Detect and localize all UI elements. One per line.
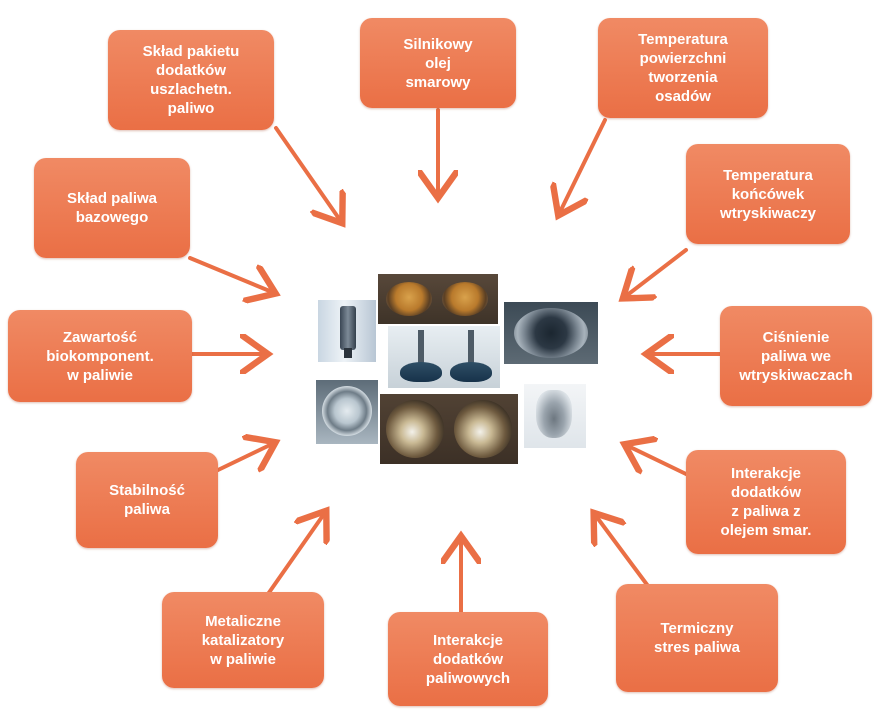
factor-box-stabilnosc: Stabilność paliwa	[76, 452, 218, 548]
factor-box-sklad-pakietu: Skład pakietu dodatków uszlachetn. paliw…	[108, 30, 274, 130]
arrow-interakcje-olej	[628, 446, 688, 476]
factor-box-termiczny: Termiczny stres paliwa	[616, 584, 778, 692]
intake-valves-photo-icon	[388, 326, 500, 388]
factor-box-zawartosc: Zawartość biokomponent. w paliwie	[8, 310, 192, 402]
factor-box-temperatura-koncowek: Temperatura końcówek wtryskiwaczy	[686, 144, 850, 244]
factor-box-cisnienie: Ciśnienie paliwa we wtryskiwaczach	[720, 306, 872, 406]
nozzle-face-photo-icon	[316, 380, 378, 444]
arrow-temperatura-koncowek	[626, 248, 688, 296]
arrow-termiczny	[596, 516, 650, 588]
factor-box-sklad-paliwa: Skład paliwa bazowego	[34, 158, 190, 258]
factor-box-interakcje-olej: Interakcje dodatków z paliwa z olejem sm…	[686, 450, 846, 554]
factor-box-silnikowy-olej: Silnikowy olej smarowy	[360, 18, 516, 108]
arrow-metaliczne	[266, 514, 324, 596]
combustion-chamber-photo-icon	[504, 302, 598, 364]
cylinder-head-ports-photo-icon	[380, 394, 518, 464]
arrow-sklad-pakietu	[274, 126, 340, 220]
center-photo-collage	[312, 272, 602, 466]
factor-box-metaliczne: Metaliczne katalizatory w paliwie	[162, 592, 324, 688]
injector-photo-icon	[318, 300, 376, 362]
arrow-temperatura-osadow	[560, 118, 607, 212]
arrow-sklad-paliwa	[188, 256, 272, 292]
factor-box-interakcje-dodatkow: Interakcje dodatków paliwowych	[388, 612, 548, 706]
arrow-stabilnosc	[216, 444, 272, 470]
piston-deposits-photo-icon	[378, 274, 498, 324]
factor-box-temperatura-osadow: Temperatura powierzchni tworzenia osadów	[598, 18, 768, 118]
spray-deposit-photo-icon	[524, 384, 586, 448]
